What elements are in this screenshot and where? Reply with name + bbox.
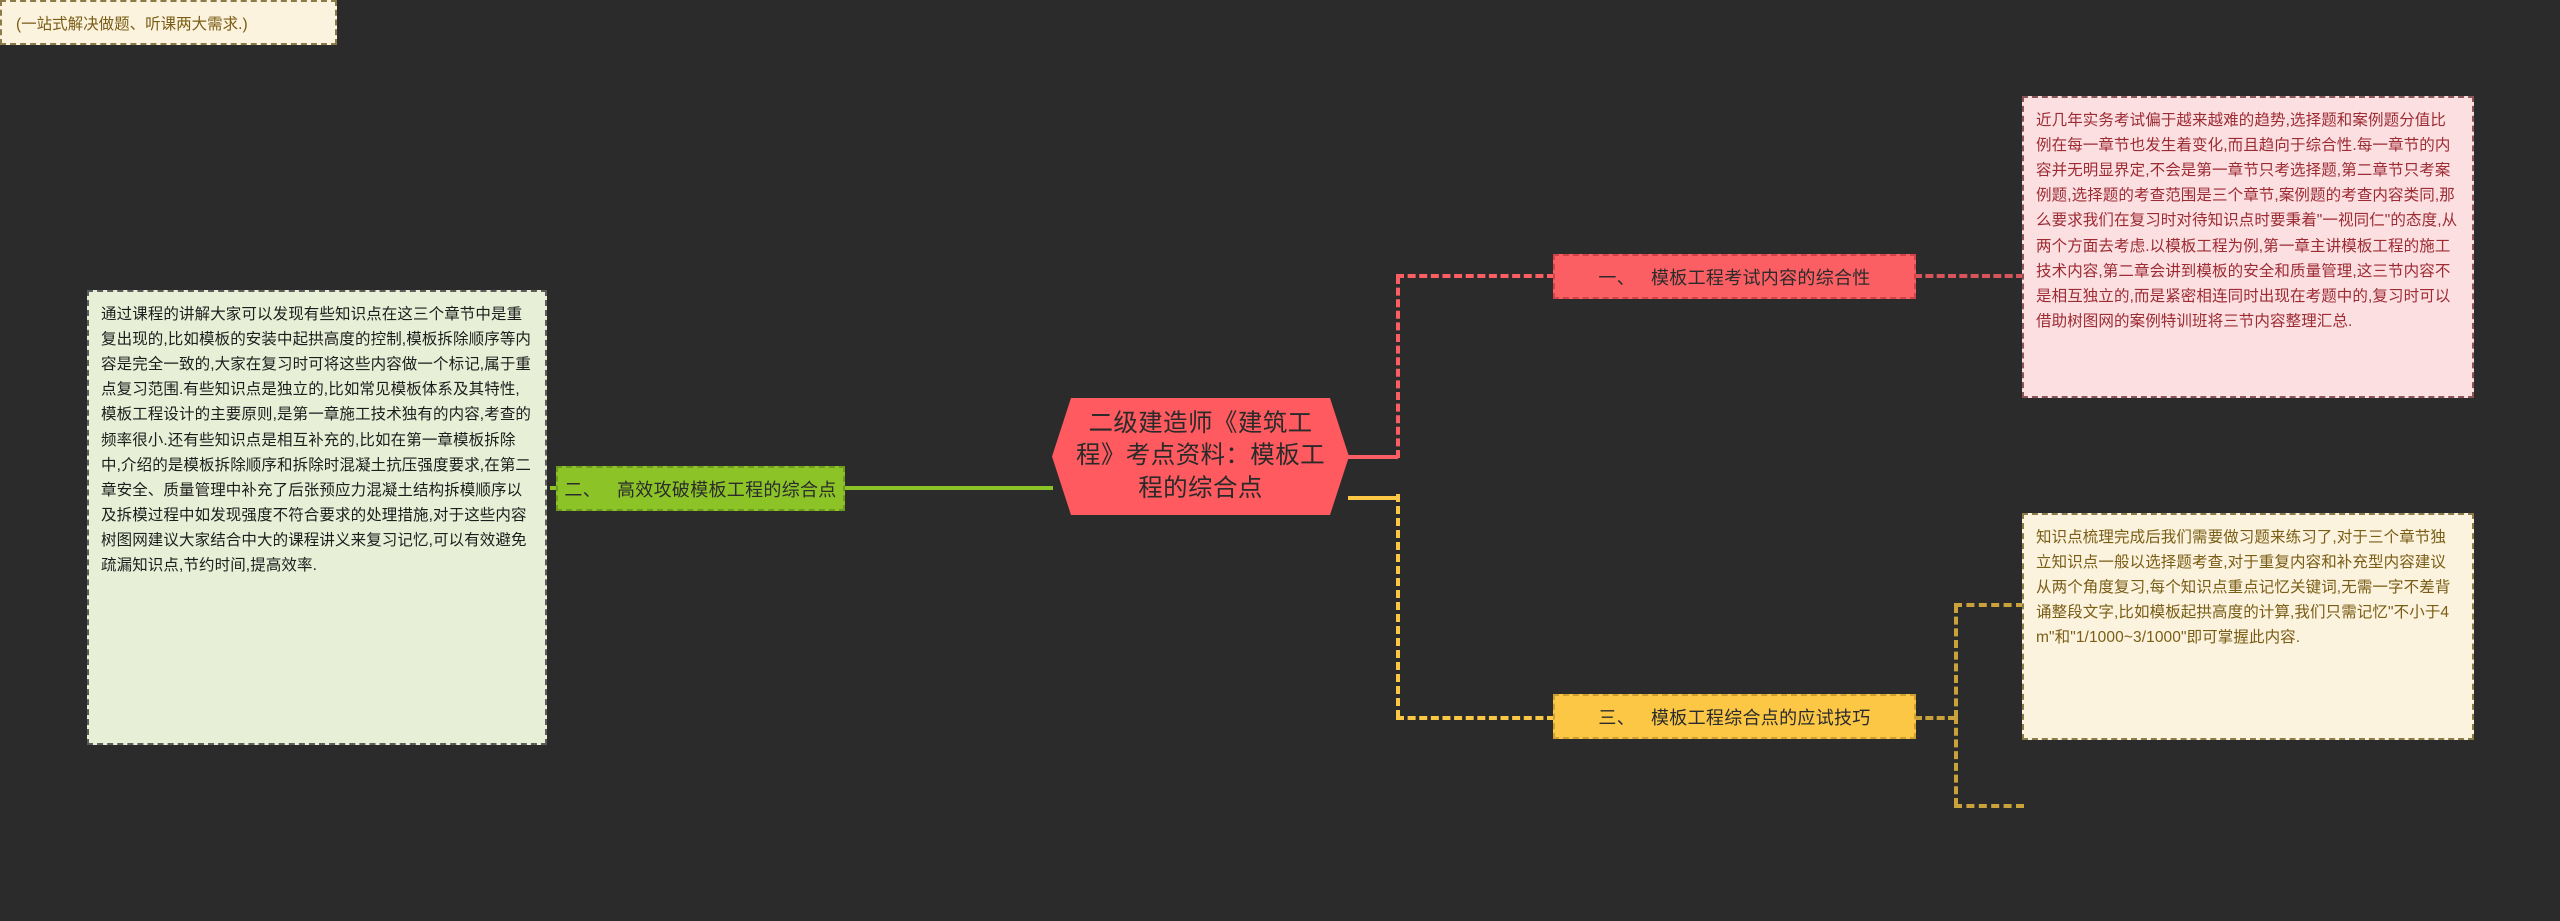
central-topic-label: 二级建造师《建筑工程》考点资料：模板工程的综合点 xyxy=(1076,409,1325,502)
branch-yellow-index: 三、 xyxy=(1598,707,1635,728)
note-red: 近几年实务考试偏于越来越难的趋势,选择题和案例题分值比例在每一章节也发生着变化,… xyxy=(2022,96,2474,398)
branch-green-index: 二、 xyxy=(564,479,601,500)
connector-red-to-note xyxy=(1914,274,2024,278)
connector-yellow-note-bottom xyxy=(1954,804,2024,808)
connector-red-vertical xyxy=(1396,276,1400,458)
branch-green-label: 高效攻破模板工程的综合点 xyxy=(617,479,837,500)
connector-central-red-stub xyxy=(1348,455,1398,459)
connector-yellow-note-top xyxy=(1954,603,2024,607)
branch-node-yellow[interactable]: 三、 模板工程综合点的应试技巧 xyxy=(1553,694,1916,739)
connector-yellow-vertical xyxy=(1396,494,1400,718)
note-yellow: 知识点梳理完成后我们需要做习题来练习了,对于三个章节独立知识点一般以选择题考查,… xyxy=(2022,513,2474,740)
connector-yellow-to-label xyxy=(1396,716,1555,720)
note-green: 通过课程的讲解大家可以发现有些知识点在这三个章节中是重复出现的,比如模板的安装中… xyxy=(87,290,547,745)
connector-yellow-note-drop xyxy=(1954,716,1958,806)
branch-red-label: 模板工程考试内容的综合性 xyxy=(1651,267,1871,288)
connector-yellow-to-note xyxy=(1914,716,1956,720)
connector-central-yellow-stub xyxy=(1348,496,1398,500)
connector-yellow-note-riser xyxy=(1954,605,1958,718)
branch-node-green[interactable]: 二、 高效攻破模板工程的综合点 xyxy=(556,466,845,511)
note-yellow-small: (一站式解决做题、听课两大需求.) xyxy=(0,0,337,45)
connector-red-to-label xyxy=(1396,274,1555,278)
connector-central-to-green xyxy=(845,486,1053,490)
branch-yellow-label: 模板工程综合点的应试技巧 xyxy=(1651,707,1871,728)
central-topic-node[interactable]: 二级建造师《建筑工程》考点资料：模板工程的综合点 xyxy=(1052,398,1349,515)
branch-red-index: 一、 xyxy=(1598,267,1635,288)
branch-node-red[interactable]: 一、 模板工程考试内容的综合性 xyxy=(1553,254,1916,299)
